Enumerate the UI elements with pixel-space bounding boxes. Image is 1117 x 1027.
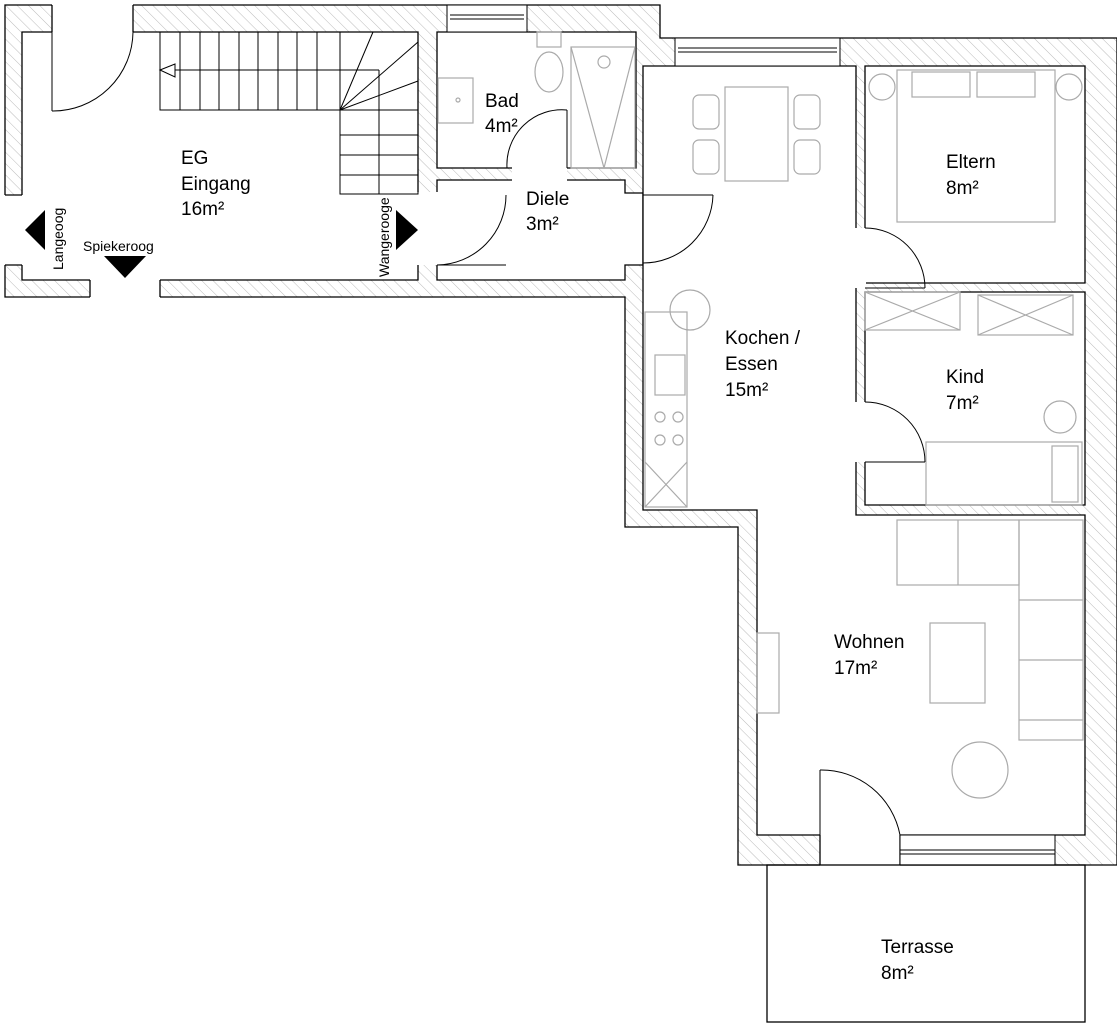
room-area: 17m² (834, 658, 877, 679)
room-kochen-wohnen (642, 65, 1086, 836)
room-area: 16m² (181, 199, 224, 220)
room-area: 15m² (725, 380, 768, 401)
room-label: Eingang (181, 174, 251, 195)
room-label: EG (181, 148, 208, 169)
room-label: Eltern (946, 152, 996, 173)
room-label: Kochen / (725, 328, 801, 349)
staircase[interactable] (158, 31, 419, 195)
exit-label-langeoog: Langeoog (50, 208, 66, 270)
room-bad (436, 31, 637, 169)
door-swings (51, 31, 926, 836)
windows (446, 4, 1056, 866)
room-eltern (864, 65, 1086, 284)
room-label: Essen (725, 354, 778, 375)
room-area: 8m² (946, 178, 979, 199)
room-label: Wohnen (834, 632, 904, 653)
room-area: 3m² (526, 214, 559, 235)
arrow-left-icon (25, 210, 45, 250)
terrace (766, 864, 1086, 1023)
room-area: 8m² (881, 963, 914, 984)
arrow-down-icon (104, 256, 146, 278)
room-label: Terrasse (881, 937, 954, 958)
exit-label-wangerooge: Wangerooge (376, 197, 392, 277)
furniture (437, 31, 1084, 799)
room-labels: EG Eingang 16m² Bad 4m² Diele 3m² Kochen… (181, 91, 996, 984)
arrow-right-icon (396, 210, 418, 250)
room-eingang (21, 31, 419, 281)
room-label: Kind (946, 367, 984, 388)
exit-label-spiekeroog: Spiekeroog (83, 238, 154, 254)
rooms (21, 31, 1086, 836)
room-label: Bad (485, 91, 519, 112)
room-label: Diele (526, 189, 569, 210)
room-area: 7m² (946, 393, 979, 414)
room-area: 4m² (485, 116, 518, 137)
